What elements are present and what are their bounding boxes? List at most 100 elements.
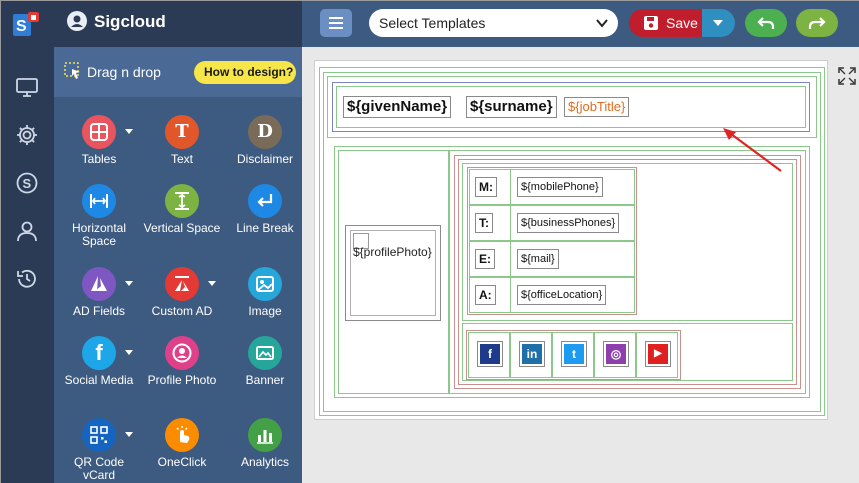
tool-custom-ad[interactable]: Custom AD — [142, 267, 222, 335]
contact-label: T: — [475, 213, 493, 233]
tool-profile-photo[interactable]: Profile Photo — [142, 336, 222, 404]
app-name: Sigcloud — [94, 12, 166, 31]
redo-button[interactable] — [796, 9, 838, 37]
given-name-field[interactable]: ${givenName} — [343, 96, 452, 118]
caret-down-icon[interactable] — [125, 350, 133, 355]
social-cell — [594, 332, 636, 378]
social-cell — [468, 332, 510, 378]
tool-label: Disclaimer — [236, 152, 293, 166]
svg-text:S: S — [16, 18, 27, 35]
facebook-icon: f — [82, 336, 116, 370]
youtube-icon[interactable]: ▶ — [648, 344, 668, 364]
tool-label: QR Code vCard — [73, 455, 125, 482]
click-icon — [165, 418, 199, 452]
gear-icon[interactable] — [15, 123, 39, 147]
details-cell — [449, 150, 806, 394]
history-icon[interactable] — [15, 267, 39, 291]
undo-button[interactable] — [745, 9, 787, 37]
profile-photo-icon — [165, 336, 199, 370]
social-cell — [552, 332, 594, 378]
tool-vertical-space[interactable]: Vertical Space — [142, 184, 222, 252]
contact-value-field[interactable]: ${officeLocation} — [517, 285, 607, 305]
tool-label: Tables — [81, 152, 117, 166]
outer-table[interactable] — [319, 67, 825, 416]
tool-label: Vertical Space — [143, 221, 221, 235]
qr-code-icon — [82, 418, 116, 452]
monitor-icon[interactable] — [15, 75, 39, 99]
account-icon[interactable] — [67, 11, 87, 31]
left-rail: S — [1, 47, 54, 483]
tool-horizontal-space[interactable]: Horizontal Space — [59, 184, 139, 252]
social-block — [462, 323, 793, 381]
tool-banner[interactable]: Banner — [225, 336, 305, 404]
broken-image-icon — [353, 233, 369, 249]
tool-line-break[interactable]: Line Break — [225, 184, 305, 252]
vertical-space-icon — [165, 184, 199, 218]
save-options-button[interactable] — [702, 9, 735, 37]
caret-down-icon[interactable] — [208, 281, 216, 286]
contact-value-field[interactable]: ${mobilePhone} — [517, 177, 603, 197]
name-row[interactable] — [327, 76, 817, 138]
profile-photo-field[interactable]: ${profilePhoto} — [345, 225, 441, 321]
undo-icon — [757, 17, 775, 29]
tool-qr-code-vcard[interactable]: QR Code vCard — [59, 418, 139, 483]
menu-toggle-button[interactable] — [320, 9, 352, 37]
social-cell — [510, 332, 552, 378]
job-title-field[interactable]: ${jobTitle} — [564, 97, 630, 117]
facebook-icon[interactable]: f — [480, 344, 500, 364]
contact-row[interactable] — [469, 241, 635, 277]
azure-icon — [82, 267, 116, 301]
tool-label: Custom AD — [151, 304, 213, 318]
contact-value-field[interactable]: ${mail} — [517, 249, 559, 269]
user-icon[interactable] — [15, 219, 39, 243]
instagram-icon[interactable]: ◎ — [606, 344, 626, 364]
tool-tables[interactable]: Tables — [59, 115, 139, 183]
template-select[interactable]: Select Templates — [369, 9, 618, 37]
surname-field[interactable]: ${surname} — [466, 96, 557, 118]
contact-row[interactable] — [469, 169, 635, 205]
redo-icon — [808, 17, 826, 29]
body-row[interactable] — [334, 146, 810, 398]
tool-analytics[interactable]: Analytics — [225, 418, 305, 483]
save-icon — [644, 16, 658, 30]
tool-oneclick[interactable]: OneClick — [142, 418, 222, 483]
contact-value-field[interactable]: ${businessPhones} — [517, 213, 620, 233]
contact-row[interactable] — [469, 277, 635, 313]
tool-label: Social Media — [64, 373, 134, 387]
tool-label: AD Fields — [72, 304, 125, 318]
tool-ad-fields[interactable]: AD Fields — [59, 267, 139, 335]
contacts-block — [462, 163, 793, 321]
linkedin-icon[interactable]: in — [522, 344, 542, 364]
tool-label: OneClick — [157, 455, 207, 469]
tool-label: Profile Photo — [147, 373, 217, 387]
caret-down-icon[interactable] — [125, 432, 133, 437]
caret-down-icon[interactable] — [125, 129, 133, 134]
save-label: Save — [666, 15, 698, 31]
social-cell — [636, 332, 678, 378]
save-button[interactable]: Save — [629, 9, 702, 37]
caret-down-icon[interactable] — [125, 281, 133, 286]
banner-icon — [248, 336, 282, 370]
caret-down-icon — [713, 20, 723, 26]
sigcloud-logo-icon: S — [13, 12, 39, 36]
contacts-table[interactable] — [467, 167, 637, 315]
fullscreen-icon[interactable] — [838, 67, 856, 85]
image-icon — [248, 267, 282, 301]
tool-label: Line Break — [236, 221, 294, 235]
top-bar: S Sigcloud Select Templates Save — [1, 1, 859, 47]
hamburger-icon — [329, 17, 343, 19]
tool-image[interactable]: Image — [225, 267, 305, 335]
text-icon: T — [165, 115, 199, 149]
social-table[interactable] — [466, 330, 681, 380]
how-to-design-button[interactable]: How to design? — [194, 61, 296, 84]
dollar-icon[interactable]: S — [15, 171, 39, 195]
contact-row[interactable] — [469, 205, 635, 241]
twitter-icon[interactable]: t — [564, 344, 584, 364]
svg-text:S: S — [23, 176, 32, 191]
tool-label: Horizontal Space — [71, 221, 127, 248]
template-select-value: Select Templates — [379, 15, 486, 31]
